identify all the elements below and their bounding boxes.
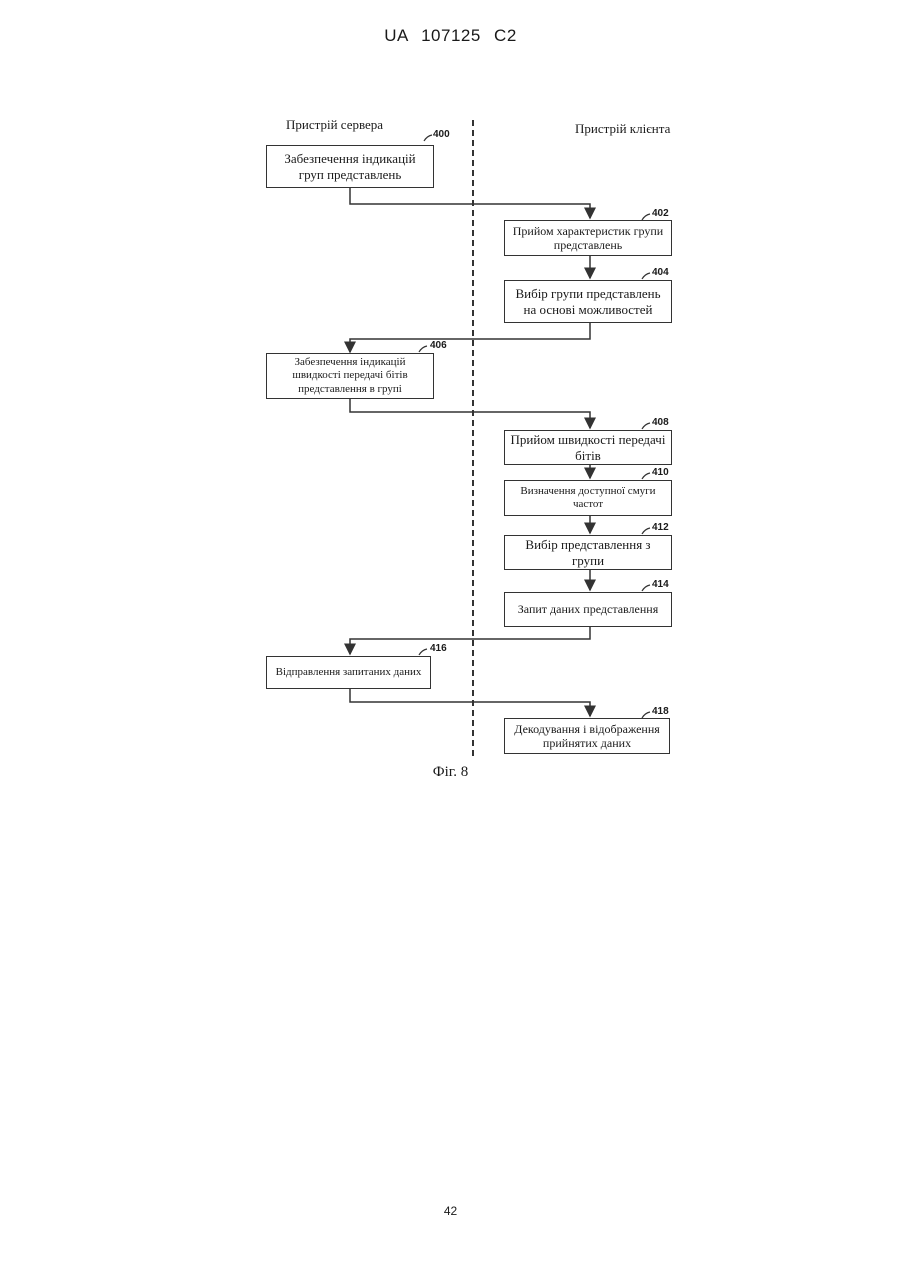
step-408-label: Прийом швидкості передачі бітів xyxy=(509,432,667,463)
ref-400: 400 xyxy=(433,129,450,140)
ref-418: 418 xyxy=(652,706,669,717)
step-412-select-representation: Вибір представлення з групи xyxy=(504,535,672,570)
ref-406: 406 xyxy=(430,340,447,351)
ref-408: 408 xyxy=(652,417,669,428)
ref-leader-400 xyxy=(424,135,432,141)
step-418-decode-and-display: Декодування і відображення прийнятих дан… xyxy=(504,718,670,754)
step-402-label: Прийом характеристик групи представлень xyxy=(509,224,667,253)
step-404-select-group-by-capabilities: Вибір групи представлень на основі можли… xyxy=(504,280,672,323)
ref-416: 416 xyxy=(430,643,447,654)
ref-404: 404 xyxy=(652,267,669,278)
step-410-determine-bandwidth: Визначення доступної смуги частот xyxy=(504,480,672,516)
ref-leader-416 xyxy=(419,649,427,655)
page-number: 42 xyxy=(0,1204,901,1218)
ref-412: 412 xyxy=(652,522,669,533)
step-416-send-requested-data: Відправлення запитаних даних xyxy=(266,656,431,689)
step-402-receive-group-characteristics: Прийом характеристик групи представлень xyxy=(504,220,672,256)
step-414-request-representation-data: Запит даних представлення xyxy=(504,592,672,627)
step-414-label: Запит даних представлення xyxy=(518,602,658,616)
connector-406-408 xyxy=(350,399,590,428)
step-408-receive-bitrate: Прийом швидкості передачі бітів xyxy=(504,430,672,465)
step-406-provide-bitrate-indications: Забезпечення індикацій швидкості передач… xyxy=(266,353,434,399)
connector-416-418 xyxy=(350,689,590,716)
ref-402: 402 xyxy=(652,208,669,219)
connector-414-416 xyxy=(350,627,590,654)
ref-leader-414 xyxy=(642,585,650,591)
step-404-label: Вибір групи представлень на основі можли… xyxy=(509,286,667,317)
step-406-label: Забезпечення індикацій швидкості передач… xyxy=(271,356,429,396)
ref-410: 410 xyxy=(652,467,669,478)
step-412-label: Вибір представлення з групи xyxy=(509,537,667,568)
step-400-label: Забезпечення індикацій груп представлень xyxy=(271,151,429,182)
step-410-label: Визначення доступної смуги частот xyxy=(509,485,667,511)
figure-caption: Фіг. 8 xyxy=(0,764,901,781)
step-418-label: Декодування і відображення прийнятих дан… xyxy=(509,722,665,751)
step-416-label: Відправлення запитаних даних xyxy=(276,666,422,679)
ref-leader-404 xyxy=(642,273,650,279)
connector-400-402 xyxy=(350,188,590,218)
ref-414: 414 xyxy=(652,579,669,590)
ref-leader-410 xyxy=(642,473,650,479)
step-400-provide-group-indications: Забезпечення індикацій груп представлень xyxy=(266,145,434,188)
connector-404-406 xyxy=(350,323,590,352)
ref-leader-406 xyxy=(419,346,427,352)
ref-leader-408 xyxy=(642,423,650,429)
ref-leader-412 xyxy=(642,528,650,534)
